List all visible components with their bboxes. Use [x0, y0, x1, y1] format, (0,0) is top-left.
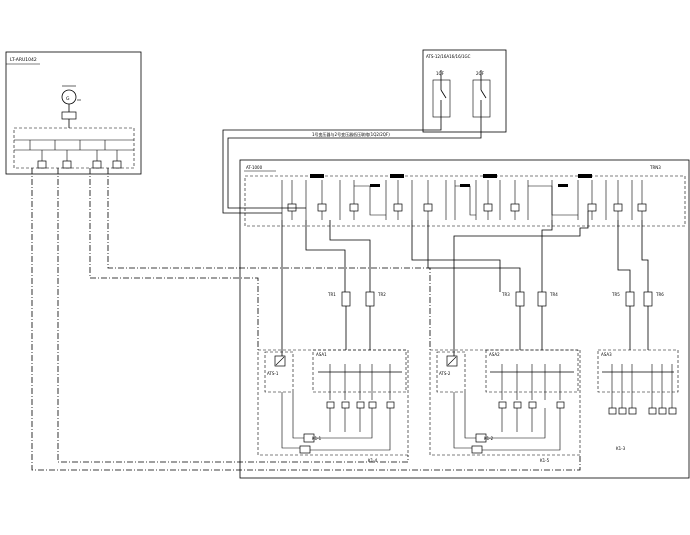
fuse-label: TR4	[549, 292, 558, 297]
control-lines	[31, 168, 581, 471]
fuse-label: TR2	[377, 292, 386, 297]
fuse-icon	[643, 291, 653, 307]
fuse-icon	[537, 291, 547, 307]
fuse-icon	[625, 291, 635, 307]
lower-group-2: ATS-2 ASA2 K1-2 K1-5	[429, 349, 581, 463]
left-panel: LT-ARU1042 G	[5, 51, 142, 175]
main-panel-title: AT-1000	[246, 165, 263, 170]
lower-group-3: ASA3 K1-3	[597, 349, 679, 451]
relay-icon	[37, 160, 47, 169]
svg-text:2QF: 2QF	[476, 71, 485, 76]
fuse-icon	[365, 291, 375, 307]
ats-label: ATS-1	[267, 371, 279, 376]
bus-label: ASA3	[601, 352, 612, 357]
footer-label: K1-2	[484, 436, 494, 441]
fuse-label: TR1	[327, 292, 336, 297]
fuse-icon	[341, 291, 351, 307]
lower-group-1: ATS-1 ASA1 K1-1 K1-4	[257, 349, 409, 463]
main-panel: AT-1000 TRN3	[239, 159, 690, 479]
fuse-label: TR3	[501, 292, 510, 297]
bus-label: ASA2	[489, 352, 500, 357]
top-note: 1号变压器与2号变压器低压联络(1Q2/2QF)	[312, 131, 390, 137]
svg-text:K1-4: K1-4	[368, 458, 378, 463]
bus-label: ASA1	[316, 352, 327, 357]
top-panel-title: ATS-12/16A16/16/1GC	[426, 54, 471, 59]
svg-text:1QF: 1QF	[436, 71, 445, 76]
svg-text:K1-5: K1-5	[540, 458, 550, 463]
relay-icon	[92, 160, 102, 169]
fuse-label: TR5	[611, 292, 620, 297]
left-panel-title: LT-ARU1042	[10, 57, 37, 63]
footer-label: K1-3	[616, 446, 626, 451]
fuse-icon	[515, 291, 525, 307]
top-panel: ATS-12/16A16/16/1GC 1QF 2QF	[422, 49, 507, 133]
relay-icon	[112, 160, 122, 169]
fuse-label: TR6	[655, 292, 664, 297]
relay-icon	[62, 160, 72, 169]
footer-label: K1-1	[312, 436, 322, 441]
ats-label: ATS-2	[439, 371, 451, 376]
svg-text:G: G	[66, 96, 70, 102]
main-panel-note: TRN3	[649, 165, 661, 170]
fuse-row: TR1 TR2 TR3 TR4 TR5 TR6	[327, 291, 664, 350]
